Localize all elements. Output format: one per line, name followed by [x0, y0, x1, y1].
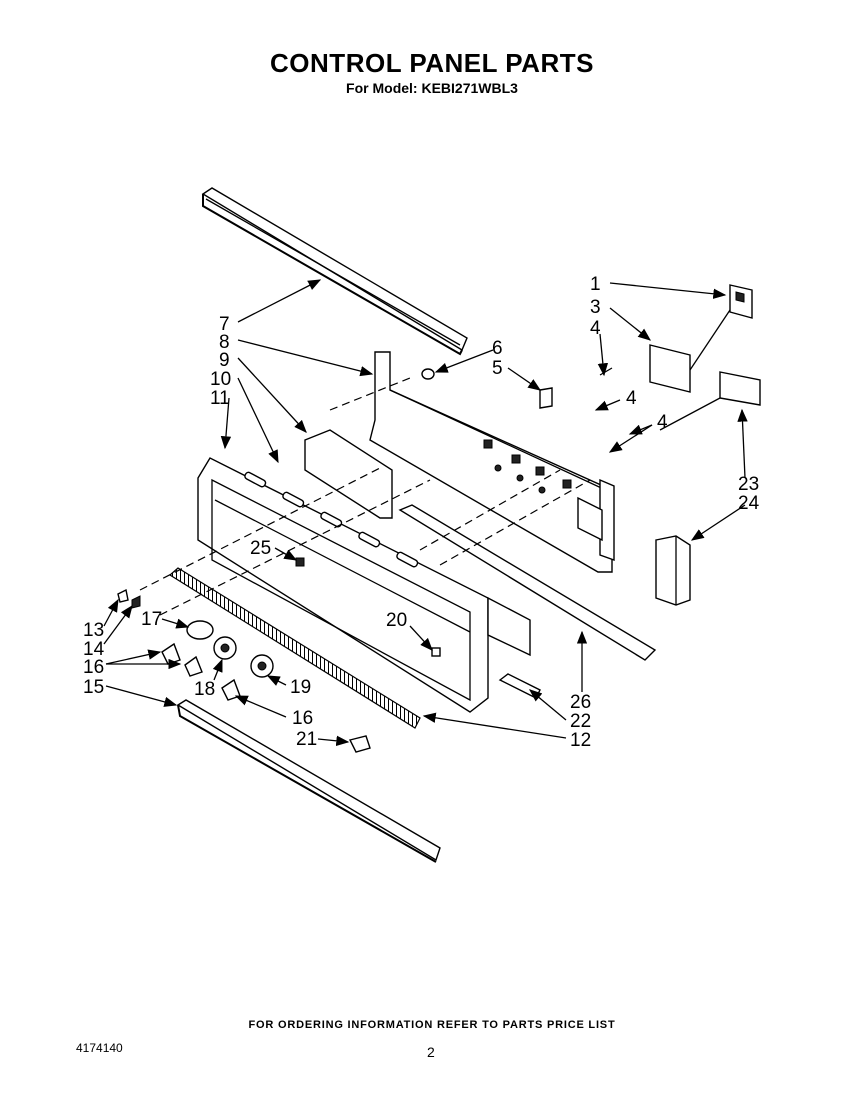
callout-4: 4 — [590, 318, 601, 339]
ordering-note: FOR ORDERING INFORMATION REFER TO PARTS … — [248, 1019, 616, 1031]
callout-21: 21 — [296, 729, 317, 750]
callout-16: 16 — [292, 708, 313, 729]
callout-7: 7 — [219, 314, 230, 335]
top-trim-strip — [201, 187, 468, 356]
callout-18: 18 — [194, 679, 215, 700]
callout-23: 23 — [738, 474, 759, 495]
document-part-number: 4174140 — [76, 1041, 123, 1055]
callout-9: 9 — [219, 350, 230, 371]
leader-lines — [103, 279, 748, 747]
alignment-lines — [139, 377, 591, 616]
control-bracket — [369, 351, 615, 573]
callout-11: 11 — [210, 388, 230, 409]
model-subtitle: For Model: KEBI271WBL3 — [346, 80, 518, 96]
callout-19: 19 — [290, 677, 311, 698]
callout-26: 26 — [570, 692, 591, 713]
callout-17: 17 — [141, 609, 162, 630]
callout-4: 4 — [626, 388, 637, 409]
frame-slots — [244, 471, 419, 568]
callout-20: 20 — [386, 610, 407, 631]
switch-assembly — [649, 284, 753, 393]
console-frame — [197, 457, 531, 713]
bottom-trim-strip — [176, 699, 441, 863]
callout-14: 14 — [83, 639, 105, 660]
callout-12: 12 — [570, 730, 591, 751]
callout-15: 15 — [83, 677, 104, 698]
callout-4: 4 — [657, 412, 668, 433]
callout-25: 25 — [250, 538, 271, 559]
lower-rail — [398, 504, 657, 661]
callout-5: 5 — [492, 358, 503, 379]
callout-22: 22 — [570, 711, 591, 732]
page-number: 2 — [427, 1044, 435, 1060]
callout-16: 16 — [83, 657, 104, 678]
page-title: CONTROL PANEL PARTS — [270, 48, 594, 78]
vent-grille — [168, 567, 421, 729]
callout-labels: 1 3 4 4 4 6 5 7 8 9 10 11 23 24 25 20 13… — [83, 274, 760, 751]
channel-strip — [498, 673, 541, 699]
relay — [659, 371, 761, 431]
callout-6: 6 — [492, 338, 503, 359]
mounting-bracket — [655, 535, 691, 606]
callout-24: 24 — [738, 493, 760, 514]
callout-8: 8 — [219, 332, 230, 353]
callout-10: 10 — [210, 369, 231, 390]
callout-3: 3 — [590, 297, 601, 318]
callout-1: 1 — [590, 274, 601, 295]
callout-13: 13 — [83, 620, 104, 641]
